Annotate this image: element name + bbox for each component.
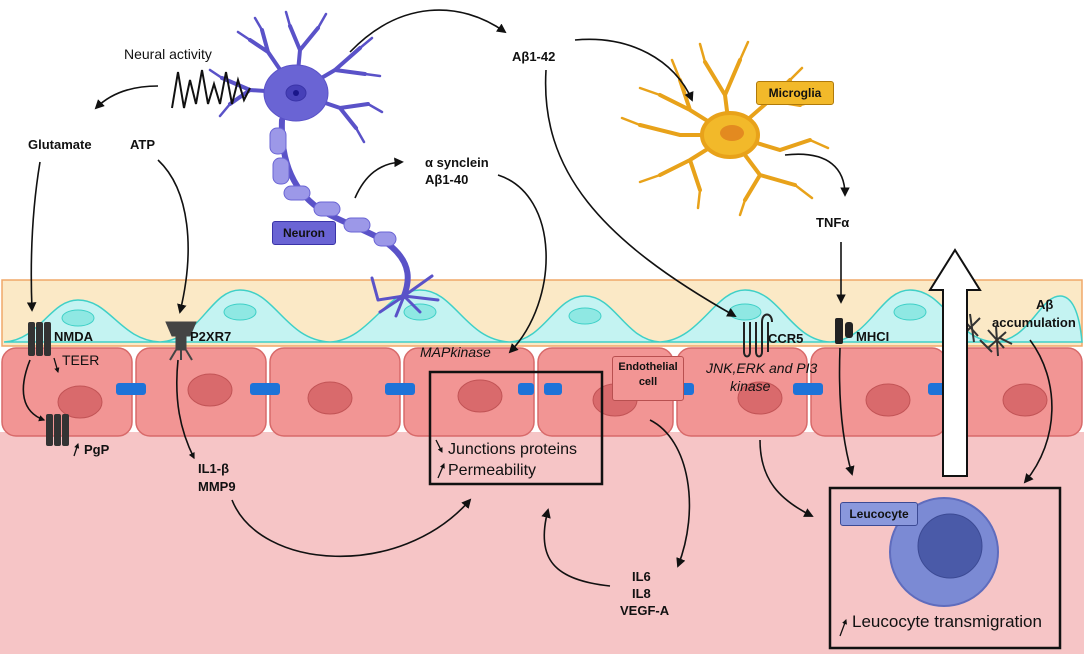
leucocyte-transmigration-label: Leucocyte transmigration <box>852 612 1042 631</box>
p2xr7-label: P2XR7 <box>190 329 232 344</box>
astrocyte-nucleus <box>893 303 927 321</box>
mhci-receptor-icon <box>835 318 853 344</box>
p2xr7-receptor-icon <box>165 321 197 361</box>
endothelial-cell-tag: Endothelial cell <box>612 356 684 401</box>
alpha-synuclein-label: α synclein <box>425 155 489 170</box>
vegfa-label: VEGF-A <box>620 603 670 618</box>
neural-activity-spikes <box>171 69 251 109</box>
endothelial-cells <box>1 347 1083 437</box>
permeability-label: Permeability <box>448 462 537 479</box>
glutamate-label: Glutamate <box>28 137 92 152</box>
indicator-arrows <box>53 357 847 637</box>
junctions-box <box>428 370 604 486</box>
astrocyte-nucleus <box>223 303 257 321</box>
microglia-icon <box>620 40 830 217</box>
abeta-40-label: Aβ1-40 <box>425 172 469 187</box>
leucocyte-box <box>828 486 1062 650</box>
abeta-aggregates-icon <box>961 313 1013 357</box>
ccr5-label: CCR5 <box>768 331 804 346</box>
atp-label: ATP <box>130 137 156 152</box>
astrocyte-nucleus <box>61 309 95 327</box>
astrocyte-nucleus <box>728 303 762 321</box>
abeta-accumulation-line1: Aβ <box>1036 297 1054 312</box>
abeta-accumulation-line2: accumulation <box>992 315 1076 330</box>
nmda-receptor-icon <box>28 322 51 356</box>
microglia-tag: Microglia <box>756 81 834 105</box>
endothelial-tag-line1: Endothelial <box>618 361 678 373</box>
astrocyte-nucleus <box>568 307 602 325</box>
ccr5-receptor-icon <box>743 313 773 358</box>
mmp9-label: MMP9 <box>198 479 236 494</box>
mapkinase-label: MAPkinase <box>420 344 491 360</box>
junctions-proteins-label: Junctions proteins <box>448 441 577 458</box>
tnfa-label: TNFα <box>816 215 850 230</box>
pgp-label: PgP <box>84 442 110 457</box>
neuron-icon <box>208 10 440 318</box>
il8-label: IL8 <box>632 586 651 601</box>
endothelial-tag-line2: cell <box>638 376 658 388</box>
pgp-transporter-icon <box>46 414 69 446</box>
jnk-erk-line1: JNK,ERK and PI3 <box>706 360 818 376</box>
myelin-sheath <box>269 127 397 247</box>
pathway-arrows <box>22 9 1053 587</box>
transmigration-arrow <box>928 248 982 477</box>
neural-activity-label: Neural activity <box>124 46 212 62</box>
teer-label: TEER <box>62 352 100 368</box>
neuron-tag: Neuron <box>272 221 336 245</box>
leucocyte-tag: Leucocyte <box>840 502 918 526</box>
abeta-42-label: Aβ1-42 <box>512 49 556 64</box>
il1b-label: IL1-β <box>198 461 230 476</box>
mhci-label: MHCI <box>856 329 890 344</box>
il6-label: IL6 <box>632 569 651 584</box>
jnk-erk-line2: kinase <box>730 378 771 394</box>
leucocyte-nucleus <box>917 513 983 579</box>
endothelial-nuclei <box>57 373 1048 419</box>
nmda-label: NMDA <box>54 329 93 344</box>
